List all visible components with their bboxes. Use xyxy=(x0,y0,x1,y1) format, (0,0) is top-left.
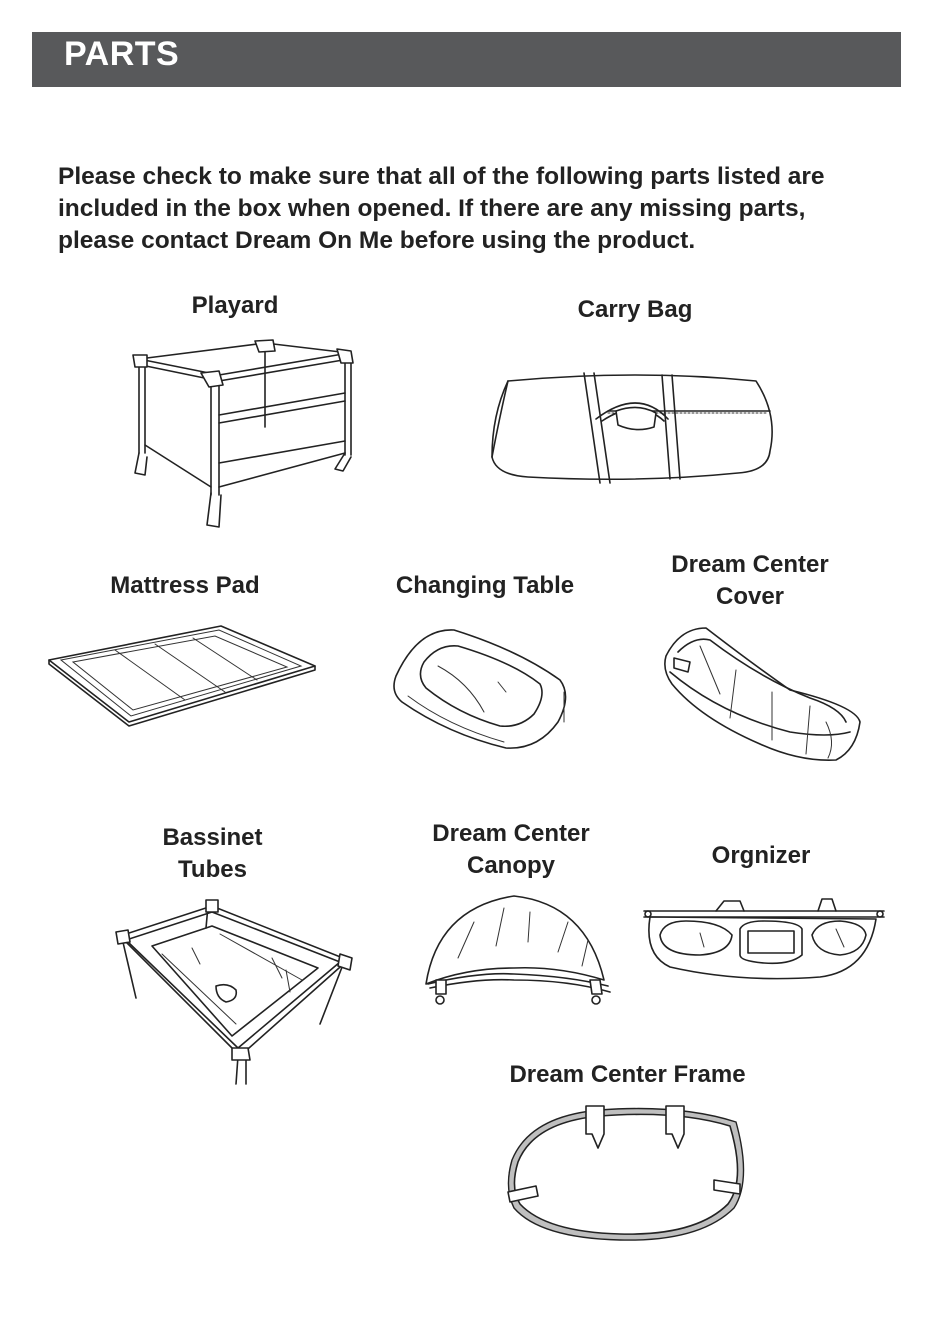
dream-center-canopy-illustration xyxy=(418,888,616,1006)
dream-center-frame-illustration xyxy=(500,1100,755,1248)
mattress-pad-illustration xyxy=(45,622,320,732)
bassinet-tubes-label-line: Bassinet xyxy=(162,824,263,851)
carry-bag-illustration xyxy=(488,365,783,490)
header-bar: PARTS xyxy=(32,32,901,87)
dream-center-cover-label-line: Dream Center xyxy=(671,551,829,578)
dream-center-canopy-label-line: Dream Center xyxy=(432,820,590,847)
changing-table-illustration xyxy=(388,622,573,757)
intro-line: Please check to make sure that all of th… xyxy=(58,163,825,190)
dream-center-canopy-label: Dream Center Canopy xyxy=(402,818,620,882)
dream-center-canopy-label-line: Canopy xyxy=(466,852,555,879)
dream-center-cover-illustration xyxy=(660,622,865,767)
changing-table-label: Changing Table xyxy=(395,572,575,599)
dream-center-cover-label: Dream Center Cover xyxy=(635,549,865,613)
bassinet-tubes-illustration xyxy=(112,888,357,1086)
bassinet-tubes-label-line: Tubes xyxy=(178,856,247,883)
page-title: PARTS xyxy=(64,35,180,73)
organizer-illustration xyxy=(640,895,888,987)
dream-center-frame-label: Dream Center Frame xyxy=(509,1061,746,1088)
mattress-pad-label: Mattress Pad xyxy=(110,572,260,599)
playard-illustration xyxy=(125,335,365,530)
organizer-label: Orgnizer xyxy=(711,842,811,869)
intro-paragraph: Please check to make sure that all of th… xyxy=(58,161,908,257)
intro-line: please contact Dream On Me before using … xyxy=(58,227,696,254)
bassinet-tubes-label: Bassinet Tubes xyxy=(105,822,320,886)
carry-bag-label: Carry Bag xyxy=(577,296,693,323)
playard-label: Playard xyxy=(191,292,279,319)
dream-center-cover-label-line: Cover xyxy=(715,583,785,610)
intro-line: included in the box when opened. If ther… xyxy=(58,195,806,222)
